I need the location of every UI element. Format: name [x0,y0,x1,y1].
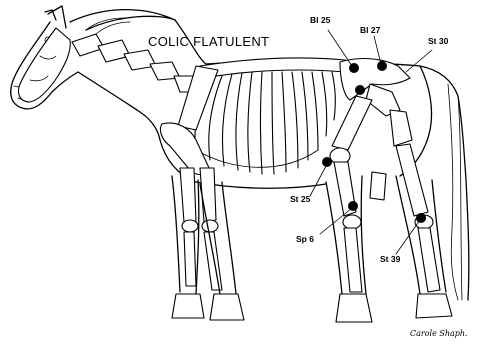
skull [18,28,70,102]
label-sp6: Sp 6 [296,234,314,244]
artist-signature: Carole Shaph. [410,329,468,338]
ribcage [195,58,345,174]
label-st39: St 39 [380,254,401,264]
point-sp6-dot [348,201,358,211]
label-bl27: Bl 27 [360,25,381,35]
label-st25: St 25 [290,194,311,204]
hoof-front-right [210,294,244,320]
hoof-front-left [172,294,204,318]
hoof-hind-right [416,294,452,318]
point-bl25-dot [349,63,359,73]
label-st30: St 30 [428,36,449,46]
point-st30-dot [355,85,365,95]
label-bl25: Bl 25 [310,15,331,25]
hoof-hind-left [336,294,372,322]
point-bl27-dot [377,61,387,71]
point-st25-dot [322,157,332,167]
point-st39-dot [416,213,426,223]
diagram-title: COLIC FLATULENT [148,34,269,49]
